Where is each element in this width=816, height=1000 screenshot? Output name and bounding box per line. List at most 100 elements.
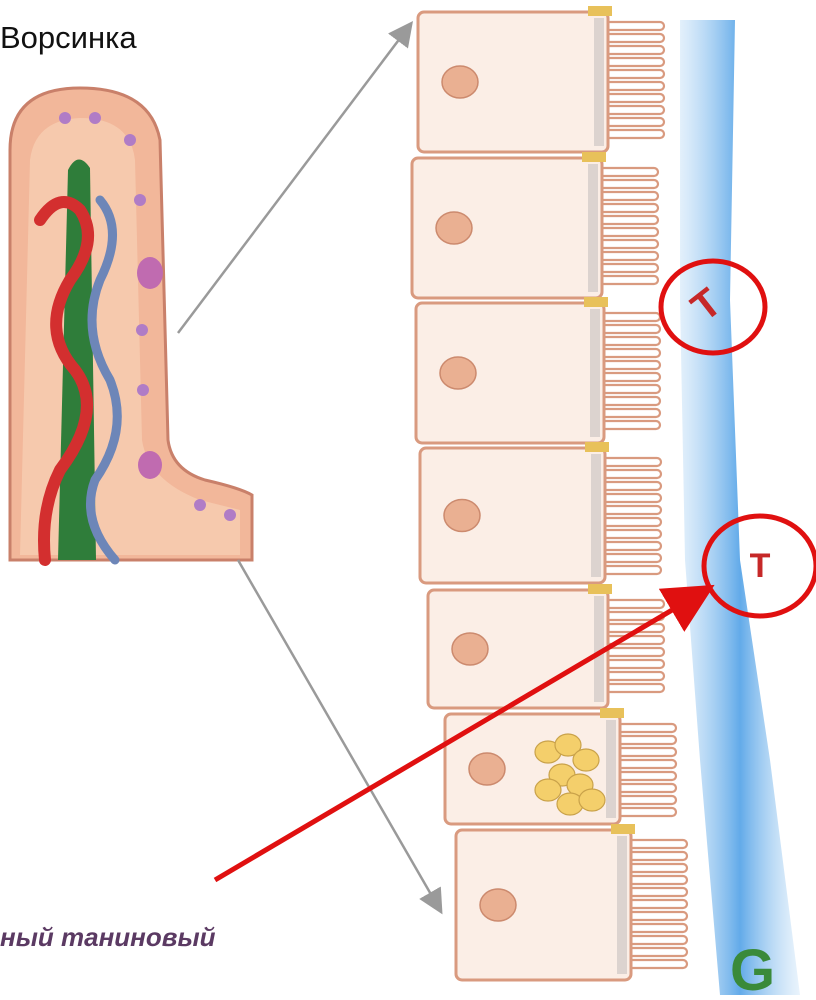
microvillus — [620, 796, 676, 804]
cell-nucleus — [440, 357, 476, 389]
microvillus — [631, 924, 687, 932]
microvillus — [608, 94, 664, 102]
microvillus — [605, 530, 661, 538]
microvillus — [602, 252, 658, 260]
microvillus — [608, 672, 664, 680]
microvillus — [631, 948, 687, 956]
lateral-membrane — [617, 836, 627, 974]
tight-junction — [588, 6, 612, 16]
microvillus — [620, 724, 676, 732]
microvillus — [608, 648, 664, 656]
microvillus — [602, 180, 658, 188]
cell-nucleus — [452, 633, 488, 665]
microvillus — [608, 660, 664, 668]
microvillus — [631, 876, 687, 884]
microvillus — [631, 864, 687, 872]
microvillus — [608, 130, 664, 138]
cell-nucleus — [442, 66, 478, 98]
microvillus — [602, 240, 658, 248]
microvillus — [602, 168, 658, 176]
microvillus — [604, 373, 660, 381]
microvillus — [608, 58, 664, 66]
microvillus — [608, 22, 664, 30]
microvillus — [620, 772, 676, 780]
microvillus — [608, 106, 664, 114]
cell-nucleus — [469, 753, 505, 785]
microvillus — [605, 482, 661, 490]
microvillus — [605, 470, 661, 478]
microvillus — [620, 748, 676, 756]
tight-junction — [600, 708, 624, 718]
microvillus — [608, 684, 664, 692]
epithelial-nucleus — [137, 384, 149, 396]
microvillus — [604, 361, 660, 369]
cell-nucleus — [480, 889, 516, 921]
microvillus — [608, 82, 664, 90]
lateral-membrane — [594, 18, 604, 146]
pointer-arrow-top — [178, 25, 410, 333]
microvillus — [605, 458, 661, 466]
villus-illustration — [10, 88, 252, 560]
epithelial-nucleus — [134, 194, 146, 206]
microvillus — [602, 276, 658, 284]
lateral-membrane — [591, 454, 601, 577]
enterocyte-column — [412, 6, 687, 980]
epithelial-nucleus — [194, 499, 206, 511]
mucus-layer — [680, 20, 800, 995]
microvillus — [608, 70, 664, 78]
lipid-droplet — [573, 749, 599, 771]
microvillus — [604, 385, 660, 393]
microvillus — [631, 960, 687, 968]
microvillus — [602, 264, 658, 272]
goblet-cell — [137, 257, 163, 289]
tight-junction — [582, 152, 606, 162]
microvillus — [631, 840, 687, 848]
tannin-label: ный таниновый — [0, 922, 216, 953]
microvillus — [608, 46, 664, 54]
microvillus — [604, 325, 660, 333]
microvillus — [604, 409, 660, 417]
epithelial-nucleus — [59, 112, 71, 124]
cell-nucleus — [444, 500, 480, 532]
epithelial-nucleus — [89, 112, 101, 124]
microvillus — [605, 554, 661, 562]
microvillus — [631, 936, 687, 944]
microvillus — [620, 760, 676, 768]
microvillus — [604, 313, 660, 321]
lipid-droplet — [535, 779, 561, 801]
microvillus — [602, 228, 658, 236]
microvillus — [604, 421, 660, 429]
microvillus — [620, 736, 676, 744]
corner-logo: G — [730, 938, 775, 995]
tight-junction — [585, 442, 609, 452]
tight-junction — [588, 584, 612, 594]
microvillus — [620, 784, 676, 792]
microvillus — [631, 888, 687, 896]
microvillus — [605, 494, 661, 502]
microvillus — [605, 566, 661, 574]
lateral-membrane — [606, 720, 616, 818]
microvillus — [605, 542, 661, 550]
epithelial-nucleus — [224, 509, 236, 521]
lipid-droplet — [579, 789, 605, 811]
microvillus — [631, 900, 687, 908]
epithelial-nucleus — [124, 134, 136, 146]
lateral-membrane — [588, 164, 598, 292]
microvillus — [631, 852, 687, 860]
microvillus — [631, 912, 687, 920]
lateral-membrane — [590, 309, 600, 437]
microvillus — [602, 204, 658, 212]
pointer-arrow-bottom — [238, 560, 440, 910]
microvillus — [620, 808, 676, 816]
microvillus — [602, 216, 658, 224]
cell-nucleus — [436, 212, 472, 244]
goblet-cell — [138, 451, 162, 479]
epithelial-nucleus — [136, 324, 148, 336]
microvillus — [608, 600, 664, 608]
microvillus — [608, 118, 664, 126]
microvillus — [602, 192, 658, 200]
microvillus — [608, 34, 664, 42]
tight-junction — [611, 824, 635, 834]
